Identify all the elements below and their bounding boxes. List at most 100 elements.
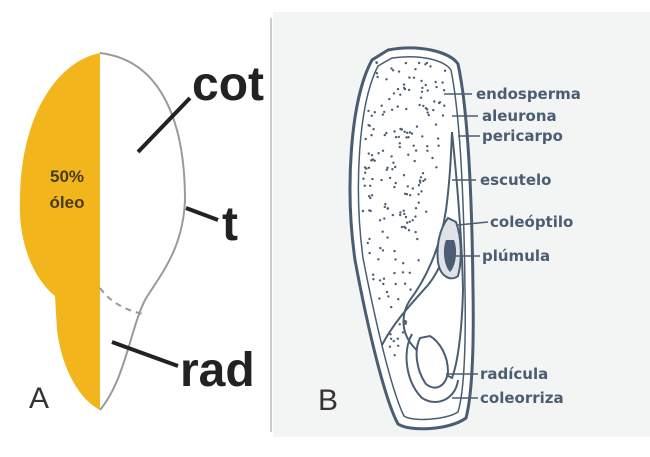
endosperm-dot (383, 278, 385, 280)
endosperm-dot (403, 226, 405, 228)
endosperm-dot (379, 247, 381, 249)
endosperm-dot (379, 219, 381, 221)
endosperm-dot (403, 131, 405, 133)
endosperm-dot (401, 128, 403, 130)
endosperm-dot (417, 193, 419, 195)
endosperm-dot (414, 160, 416, 162)
endosperm-dot (378, 297, 380, 299)
endosperm-dot (418, 184, 420, 186)
endosperm-dot (425, 84, 427, 86)
endosperm-dot (441, 81, 443, 83)
endosperm-dot (393, 92, 395, 94)
endosperm-dot (385, 132, 387, 134)
endosperm-dot (398, 136, 400, 138)
endosperm-dot (406, 132, 408, 134)
endosperm-dot (405, 108, 407, 110)
endosperm-dot (433, 100, 435, 102)
endosperm-dot (409, 272, 411, 274)
endosperm-dot (391, 168, 393, 170)
endosperm-dot (416, 238, 418, 240)
endosperm-dot (397, 105, 399, 107)
endosperm-dot (411, 132, 413, 134)
endosperm-dot (372, 128, 374, 130)
endosperm-dot (420, 190, 422, 192)
endosperm-dot (367, 242, 369, 244)
endosperm-dot (368, 209, 370, 211)
endosperm-dot (399, 142, 401, 144)
endosperm-dot (426, 145, 428, 147)
endosperm-dot (435, 81, 437, 83)
endosperm-dot (399, 211, 401, 213)
endosperm-dot (442, 114, 444, 116)
endosperm-dot (432, 109, 434, 111)
endosperm-dot (437, 137, 439, 139)
endosperm-dot (408, 89, 410, 91)
endosperm-dot (443, 105, 445, 107)
rad-label: rad (180, 344, 255, 397)
t-label: t (222, 198, 238, 251)
label-escutelo: escutelo (480, 171, 551, 189)
endosperm-dot (403, 87, 405, 89)
endosperm-dot (390, 306, 392, 308)
endosperm-dot (405, 136, 407, 138)
endosperm-dot (408, 229, 410, 231)
endosperm-dot (418, 202, 420, 204)
endosperm-dot (393, 340, 395, 342)
panel-b: endosperma aleurona pericarpo escutelo c… (273, 12, 650, 437)
endosperm-dot (407, 154, 409, 156)
endosperm-dot (420, 176, 422, 178)
endosperm-dot (405, 216, 407, 218)
endosperm-dot (428, 114, 430, 116)
endosperm-dot (376, 62, 378, 64)
endosperm-dot (372, 158, 374, 160)
endosperm-dot (399, 214, 401, 216)
endosperm-dot (390, 155, 392, 157)
endosperm-dot (403, 213, 405, 215)
endosperm-dot (388, 98, 390, 100)
endosperm-dot (368, 238, 370, 240)
endosperm-dot (393, 272, 395, 274)
endosperm-dot (435, 123, 437, 125)
endosperm-dot (376, 72, 378, 74)
endosperm-dot (422, 105, 424, 107)
endosperm-dot (437, 145, 439, 147)
label-radicula: radícula (480, 365, 548, 383)
endosperm-dot (386, 291, 388, 293)
endosperm-dot (415, 207, 417, 209)
endosperm-dot (386, 207, 388, 209)
endosperm-dot (408, 76, 410, 78)
endosperm-dot (364, 172, 366, 174)
cot-label: cot (192, 58, 264, 111)
panel-a: 50% óleo cot t rad A (20, 53, 264, 415)
endosperm-dot (362, 210, 364, 212)
endosperm-dot (401, 226, 403, 228)
endosperm-dot (397, 345, 399, 347)
endosperm-dot (384, 203, 386, 205)
endosperm-dot (444, 70, 446, 72)
endosperm-dot (371, 154, 373, 156)
endosperm-dot (413, 77, 415, 79)
endosperm-dot (386, 167, 388, 169)
endosperm-dot (384, 134, 386, 136)
label-plumula: plúmula (482, 247, 550, 265)
endosperm-dot (377, 152, 379, 154)
endosperm-dot (413, 145, 415, 147)
endosperm-dot (370, 134, 372, 136)
endosperm-dot (385, 78, 387, 80)
endosperm-dot (368, 252, 370, 254)
endosperm-dot (367, 110, 369, 112)
endosperm-dot (402, 331, 404, 333)
endosperm-dot (386, 236, 388, 238)
endosperm-dot (426, 150, 428, 152)
endosperm-dot (409, 221, 411, 223)
endosperm-dot (395, 283, 397, 285)
endosperm-dot (368, 167, 370, 169)
endosperm-dot (383, 217, 385, 219)
endosperm-dot (364, 185, 366, 187)
endosperm-dot (406, 193, 408, 195)
endosperm-dot (377, 258, 379, 260)
endosperm-dot (382, 249, 384, 251)
endosperm-dot (421, 135, 423, 137)
endosperm-dot (371, 194, 373, 196)
endosperm-dot (405, 62, 407, 64)
